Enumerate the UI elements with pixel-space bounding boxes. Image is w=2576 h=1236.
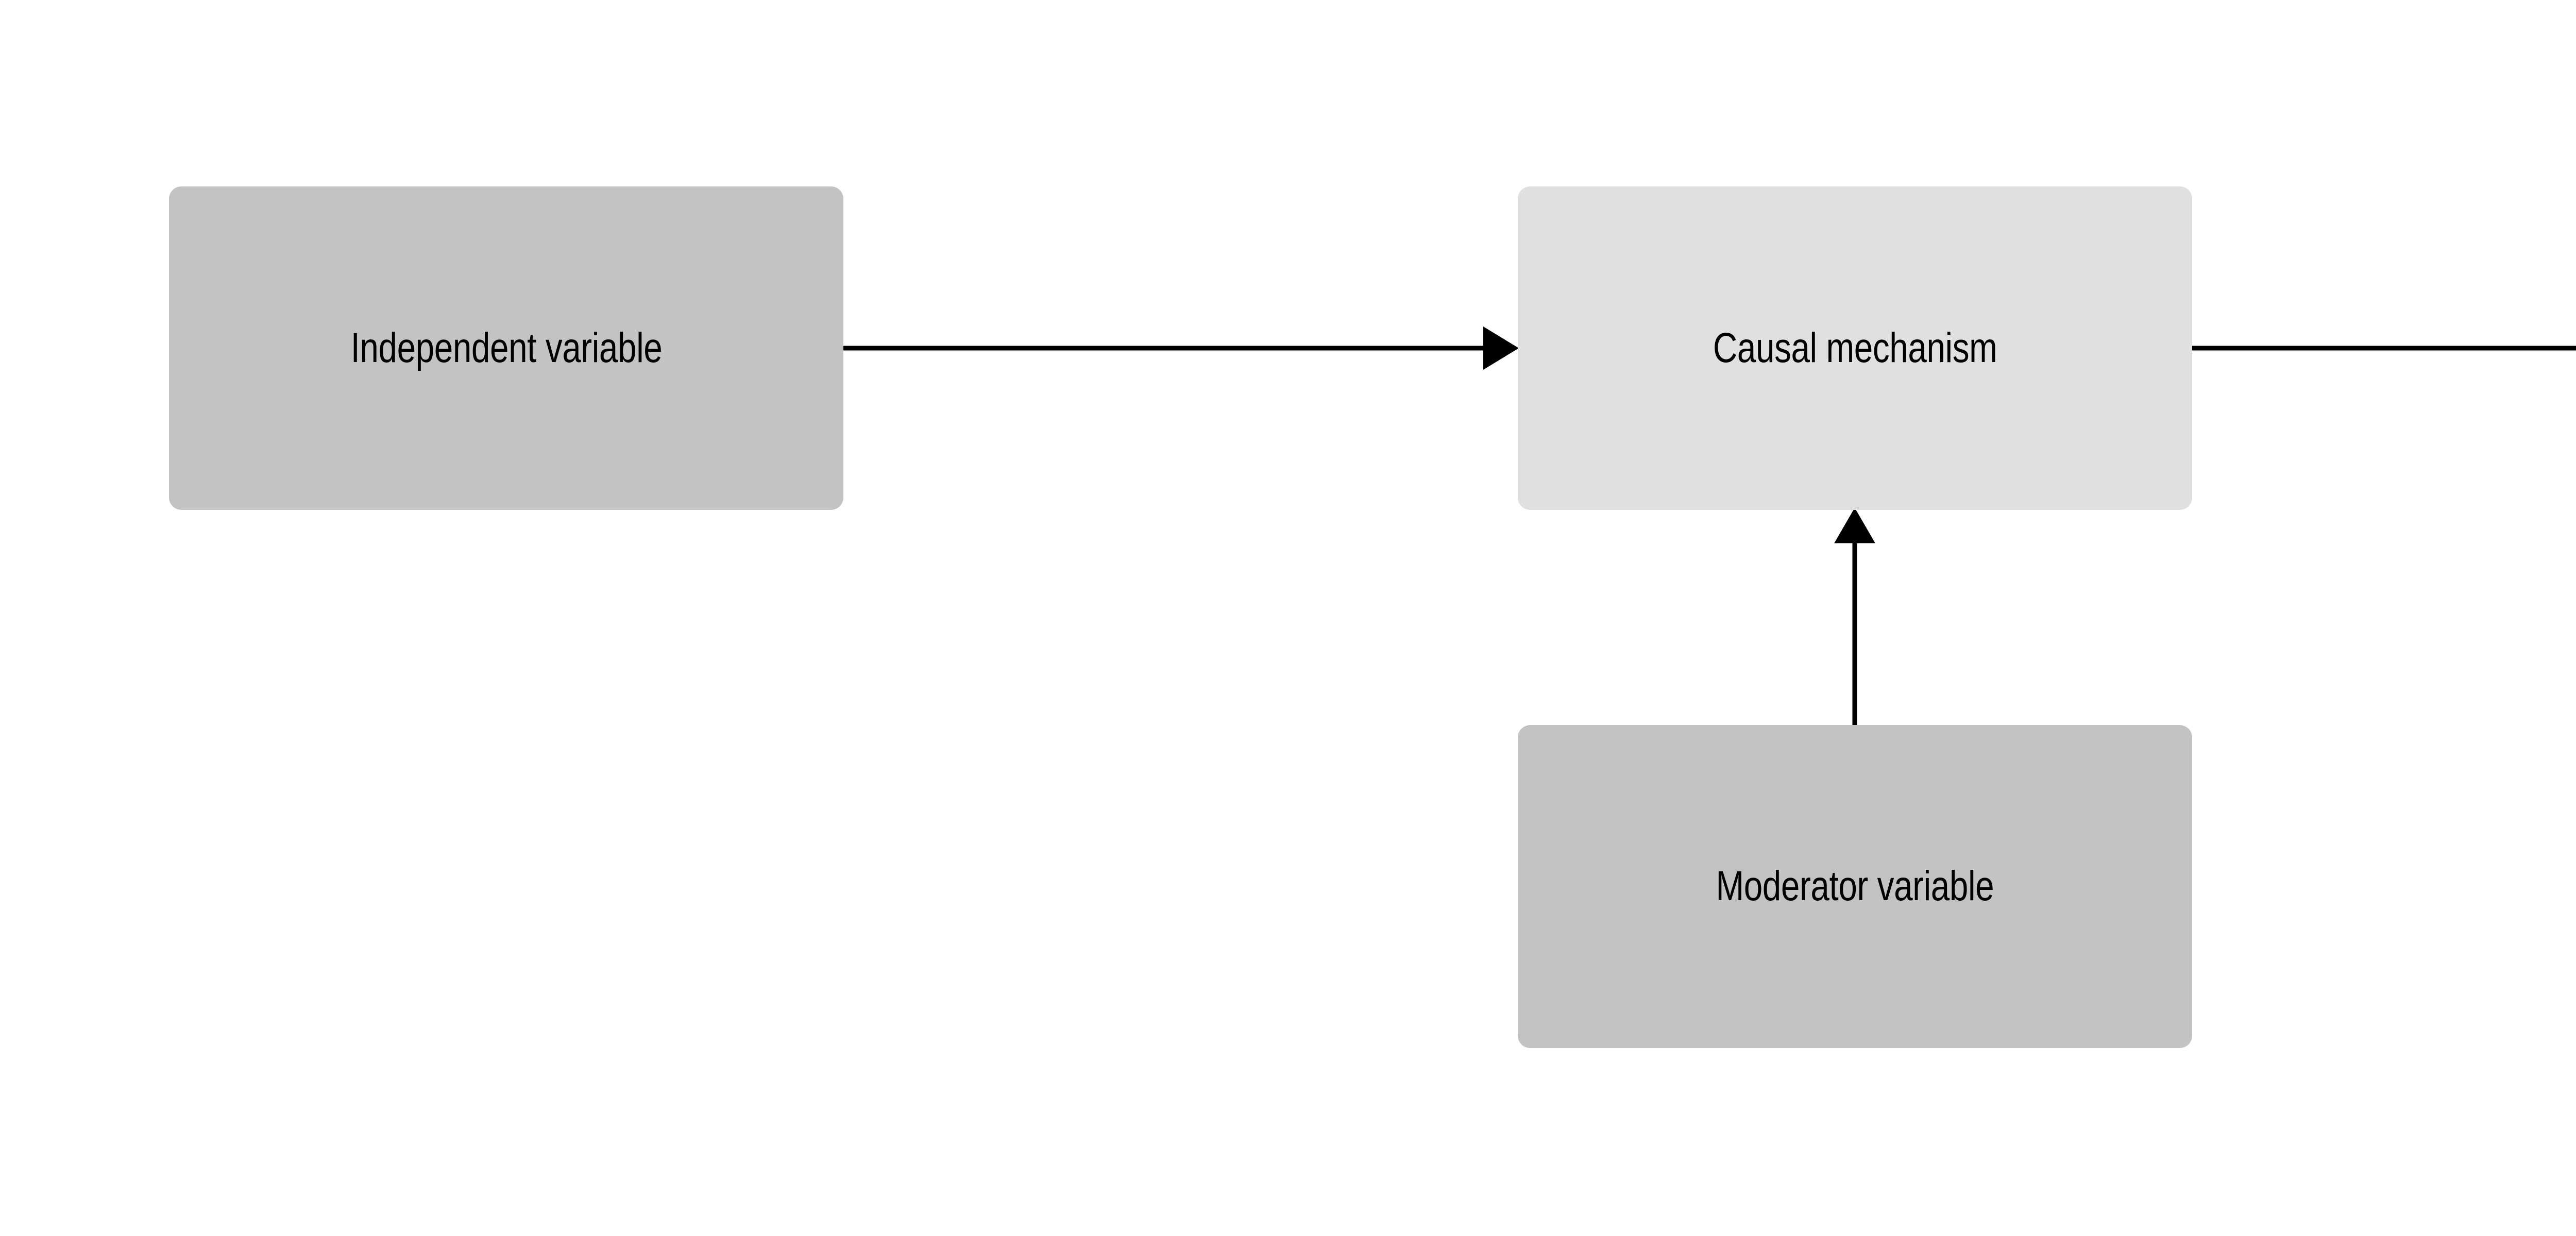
node-label: Causal mechanism [1713,324,1997,371]
node-moderator-variable[interactable]: Moderator variable [1518,725,2192,1048]
arrowhead-right-icon [1483,327,1519,370]
node-independent-variable[interactable]: Independent variable [169,186,843,510]
node-causal-mechanism[interactable]: Causal mechanism [1518,186,2192,510]
edge-moderator-to-causal [1834,508,1875,728]
edge-causal-to-dependent [2190,346,2576,351]
node-label: Moderator variable [1716,863,1994,910]
arrowhead-up-icon [1834,508,1875,543]
edge-independent-to-causal [841,327,1519,370]
node-label: Independent variable [350,324,662,371]
